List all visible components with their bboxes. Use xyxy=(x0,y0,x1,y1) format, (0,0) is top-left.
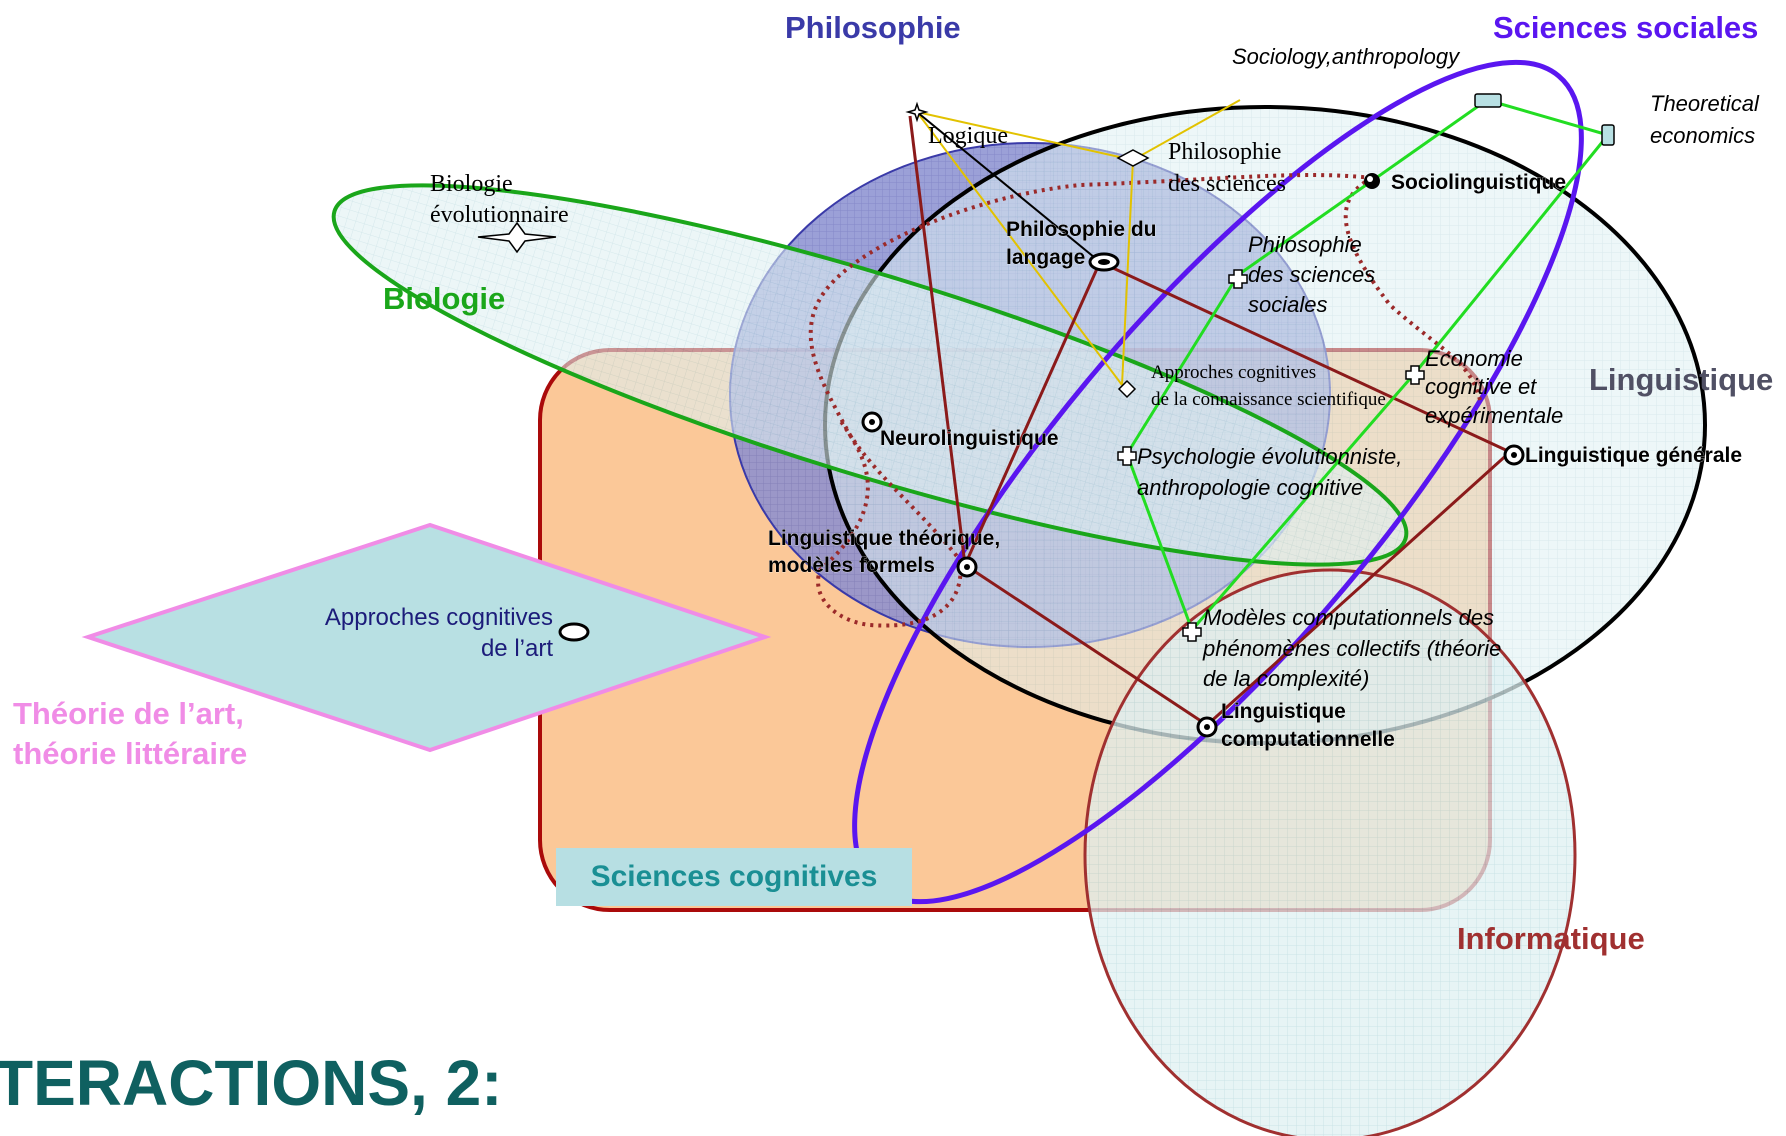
modeles-comp-label-line3: de la complexité) xyxy=(1203,666,1369,691)
biologie-evol-star-icon xyxy=(477,221,557,254)
ling-theorique-label-line2: modèles formels xyxy=(768,554,935,577)
psycho-evol-marker-icon xyxy=(1117,446,1137,466)
philo-sciences-label-line1: Philosophie xyxy=(1168,139,1281,165)
social-sciences-links xyxy=(1125,98,1610,631)
neurolinguistique-label: Neurolinguistique xyxy=(880,427,1059,450)
sociology-rect-icon xyxy=(1474,93,1502,108)
theorie-art-region xyxy=(81,522,772,753)
philosophy-links xyxy=(916,99,1241,386)
theoretical-economics-label-line1: Theoretical xyxy=(1650,91,1760,116)
approches-conn-label-line2: de la connaissance scientifique xyxy=(1151,389,1386,410)
philo-sc-soc-marker-icon xyxy=(1228,269,1248,289)
psycho-evol-label-line1: Psychologie évolutionniste, xyxy=(1137,444,1402,469)
page-title: TERACTIONS, 2: xyxy=(0,1047,503,1119)
approches-art-label-line2: de l’art xyxy=(481,635,553,662)
approches-art-label-line1: Approches cognitives xyxy=(325,604,553,631)
bio-evol-label-line1: Biologie xyxy=(430,171,513,197)
ling-generale-label: Linguistique générale xyxy=(1525,444,1742,467)
theoretical-economics-label-line2: economics xyxy=(1650,123,1755,148)
philo-langage-label-line1: Philosophie du xyxy=(1006,218,1157,241)
logique-langage-link xyxy=(916,111,1101,263)
sciences-sociales-label: Sciences sociales xyxy=(1493,10,1758,45)
modeles-comp-label-line1: Modèles computationnels des xyxy=(1203,605,1494,630)
linguistique-label: Linguistique xyxy=(1589,362,1773,397)
bio-evol-label-line2: évolutionnaire xyxy=(430,202,569,228)
theorie-art-label-line2: théorie littéraire xyxy=(13,736,247,771)
philosophie-label: Philosophie xyxy=(785,10,961,45)
dotted-sociolinguistics-path xyxy=(808,173,1482,628)
approches-conn-label-line1: Approches cognitives xyxy=(1151,362,1316,383)
ling-theorique-label-line1: Linguistique théorique, xyxy=(768,527,1000,550)
philo-sciences-diamond-icon xyxy=(1116,149,1150,167)
philo-sc-soc-label-line3: sociales xyxy=(1248,292,1327,317)
sociology-label: Sociology,anthropology xyxy=(1232,44,1461,69)
biologie-region xyxy=(331,183,1409,567)
approches-art-ring-icon xyxy=(558,622,590,642)
sciences-cognitives-label: Sciences cognitives xyxy=(556,848,912,906)
linguistics-links xyxy=(908,115,1512,727)
psycho-evol-label-line2: anthropologie cognitive xyxy=(1137,475,1363,500)
economie-label-line1: Economie xyxy=(1425,346,1523,371)
economie-label-line2: cognitive et xyxy=(1425,374,1537,399)
modeles-comp-label-line2: phénomènes collectifs (théorie xyxy=(1202,636,1501,661)
logique-star-icon xyxy=(905,101,929,123)
philo-langage-label-line2: langage xyxy=(1006,246,1085,269)
sociolinguistique-label: Sociolinguistique xyxy=(1391,171,1566,194)
node-markers xyxy=(477,93,1615,738)
philo-sciences-label-line2: des sciences xyxy=(1168,171,1286,197)
modeles-comp-marker-icon xyxy=(1182,622,1202,642)
informatique-label: Informatique xyxy=(1457,921,1645,956)
philo-sc-soc-label-line2: des sciences xyxy=(1248,262,1375,287)
ling-comp-label-line2: computationnelle xyxy=(1221,728,1395,751)
approches-connaissance-diamond-icon xyxy=(1117,379,1137,399)
philo-sc-soc-label-line1: Philosophie xyxy=(1248,232,1362,257)
economie-marker-icon xyxy=(1405,365,1425,385)
ling-comp-label-line1: Linguistique xyxy=(1221,700,1346,723)
theoretical-economics-rect-icon xyxy=(1601,124,1615,146)
logique-label: Logique xyxy=(928,123,1008,149)
economie-label-line3: expérimentale xyxy=(1425,403,1563,428)
theorie-art-label-line1: Théorie de l’art, xyxy=(13,696,244,731)
informatique-region xyxy=(1083,568,1577,1136)
biologie-label: Biologie xyxy=(383,281,505,316)
